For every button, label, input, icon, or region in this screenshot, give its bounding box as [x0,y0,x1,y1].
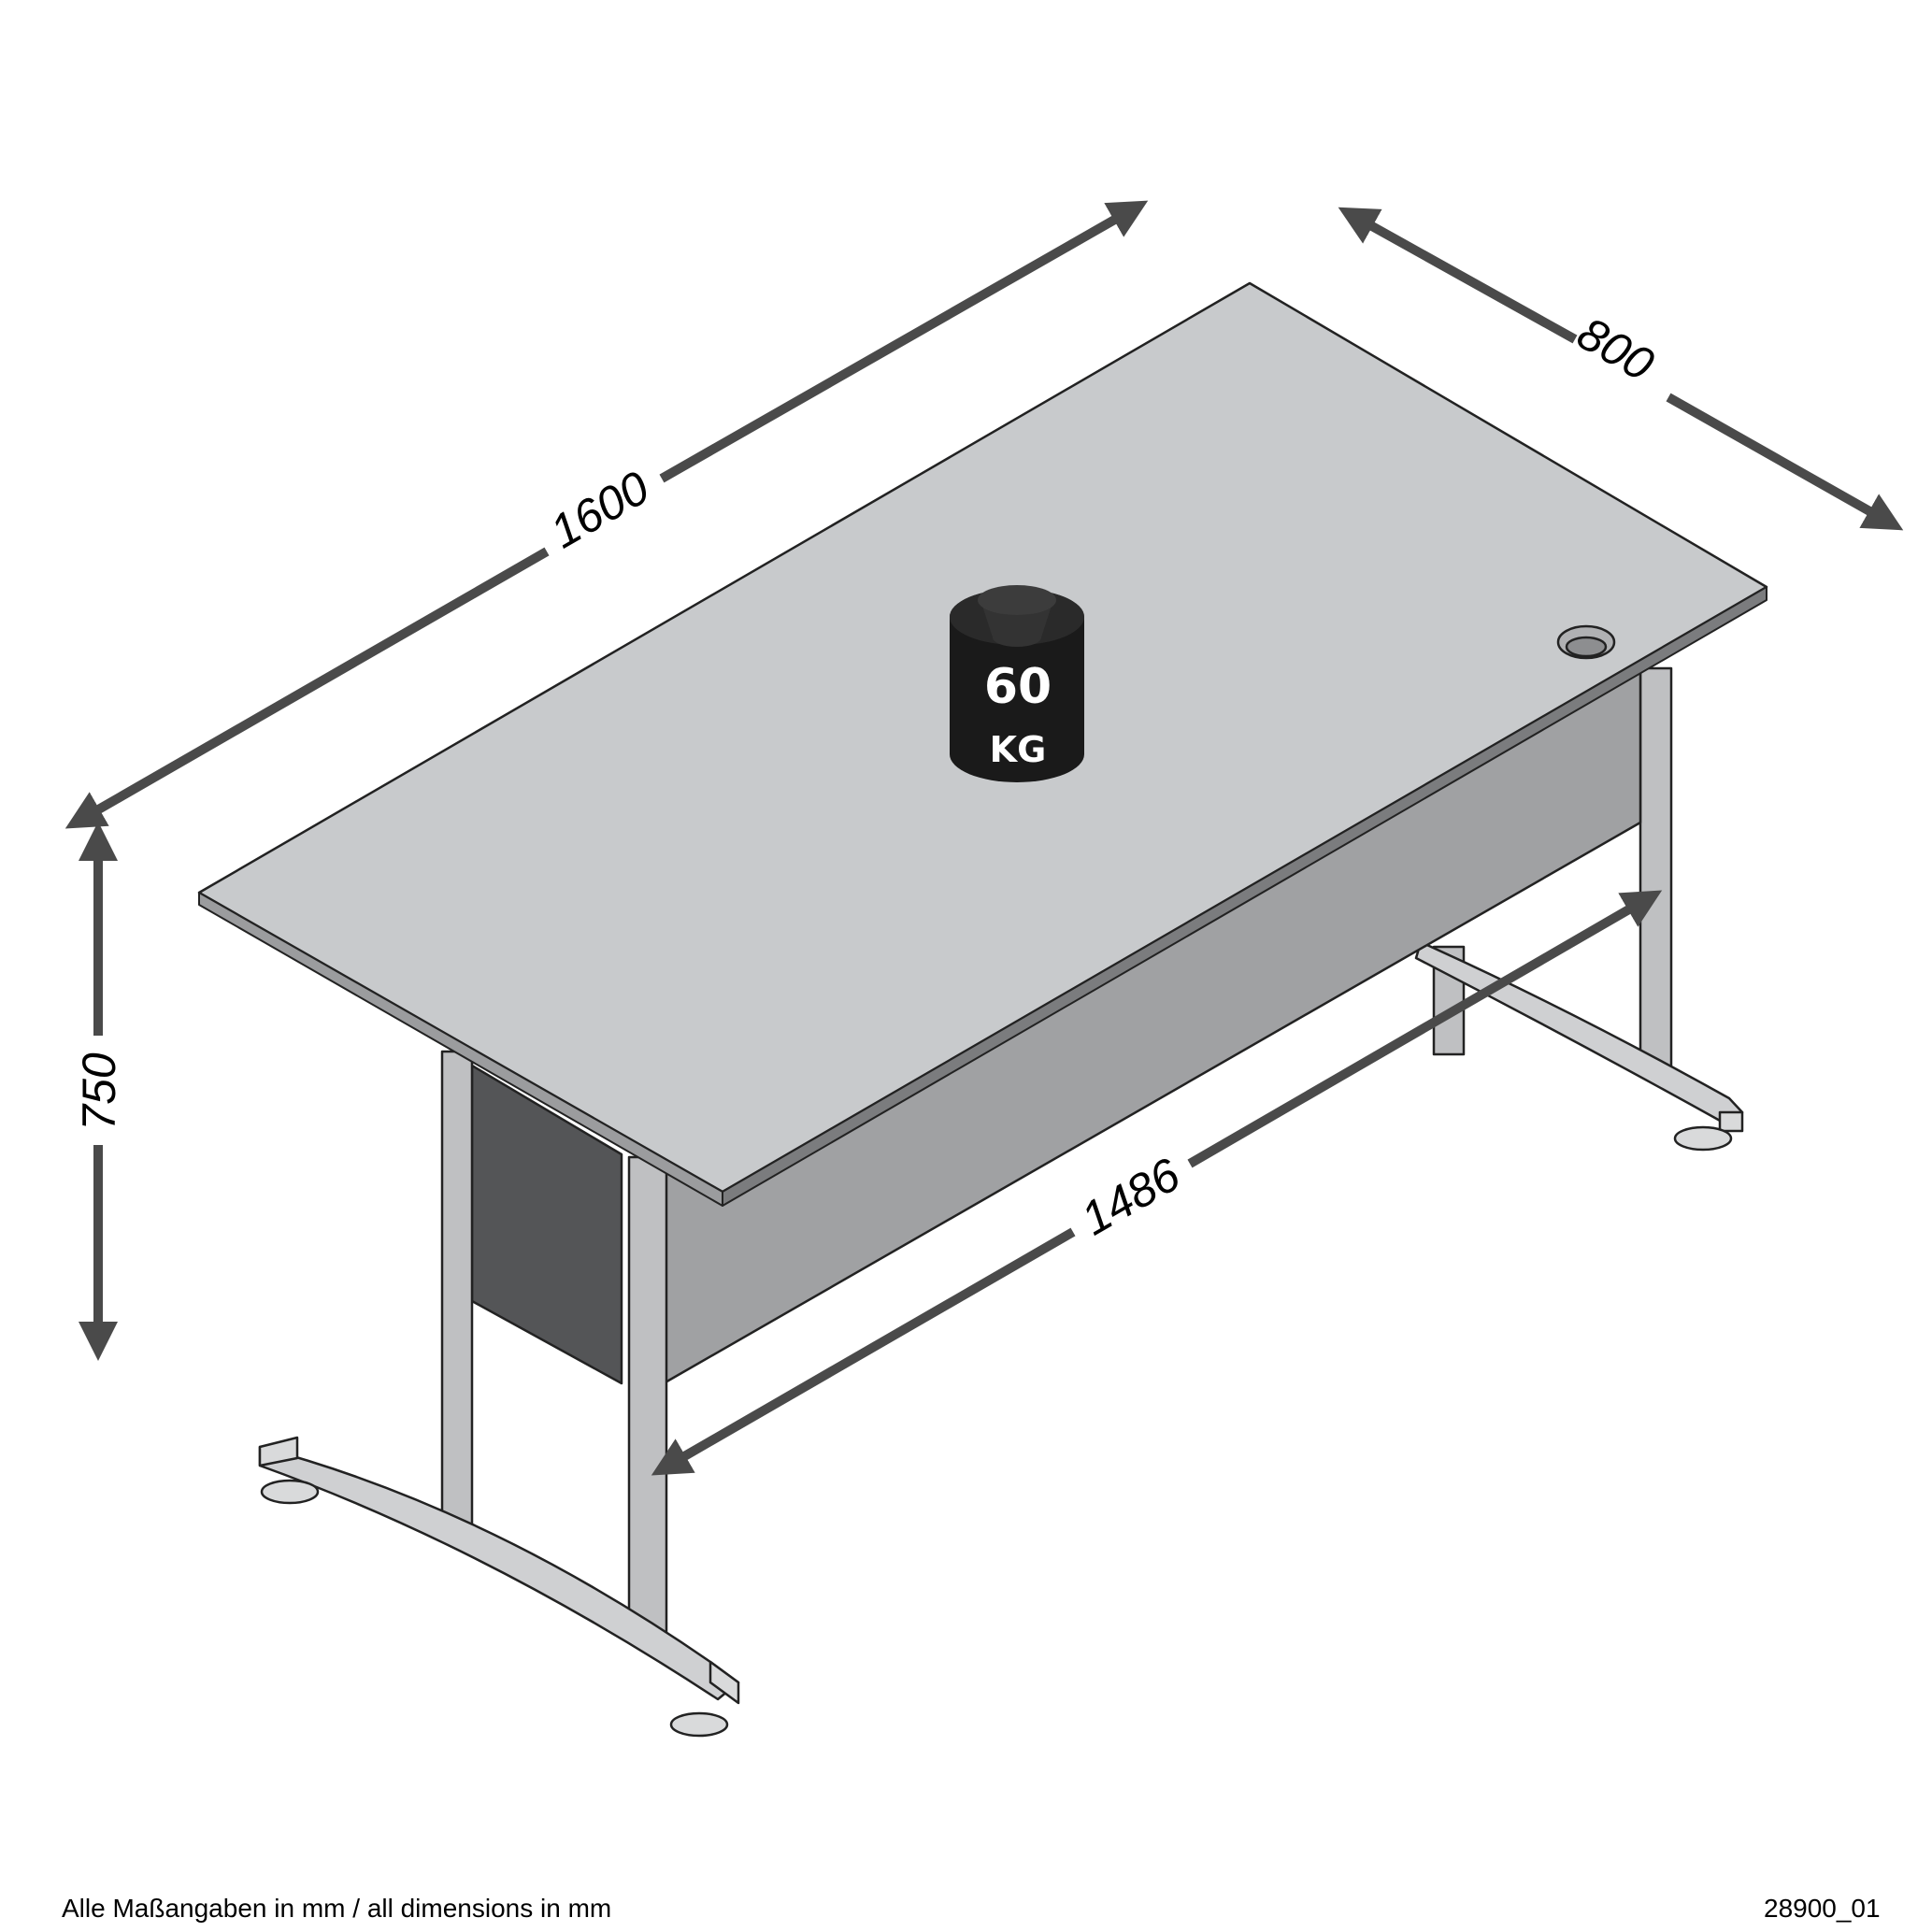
cable-grommet [1556,624,1616,660]
front-foot-glide-left [260,1479,320,1505]
depth-label: 800 [1568,307,1662,391]
length-label: 1600 [541,461,657,558]
depth-arrow-upper [1338,207,1578,344]
leg-spacing-arrow-upper [1187,890,1663,1168]
dimension-arrows [64,200,1904,1476]
footer-article-code: 28900_01 [1764,1894,1881,1923]
weight-icon: 60 KG [950,585,1084,782]
desktop-side-edge [722,586,1767,1207]
height-label: 750 [73,1052,125,1131]
length-arrow-upper [659,200,1149,483]
leg-spacing-arrow-lower [651,1227,1076,1476]
leg-spacing-label: 1486 [1072,1148,1188,1245]
weight-value: 60 [984,659,1052,715]
front-foot-glide-right [669,1711,729,1738]
footer-units-note: Alle Maßangaben in mm / all dimensions i… [62,1894,612,1923]
back-foot-glide [1673,1125,1733,1152]
front-leg [258,1050,740,1738]
depth-arrow-lower [1666,393,1904,531]
weight-unit: KG [990,729,1047,770]
length-arrow-lower [64,547,550,829]
